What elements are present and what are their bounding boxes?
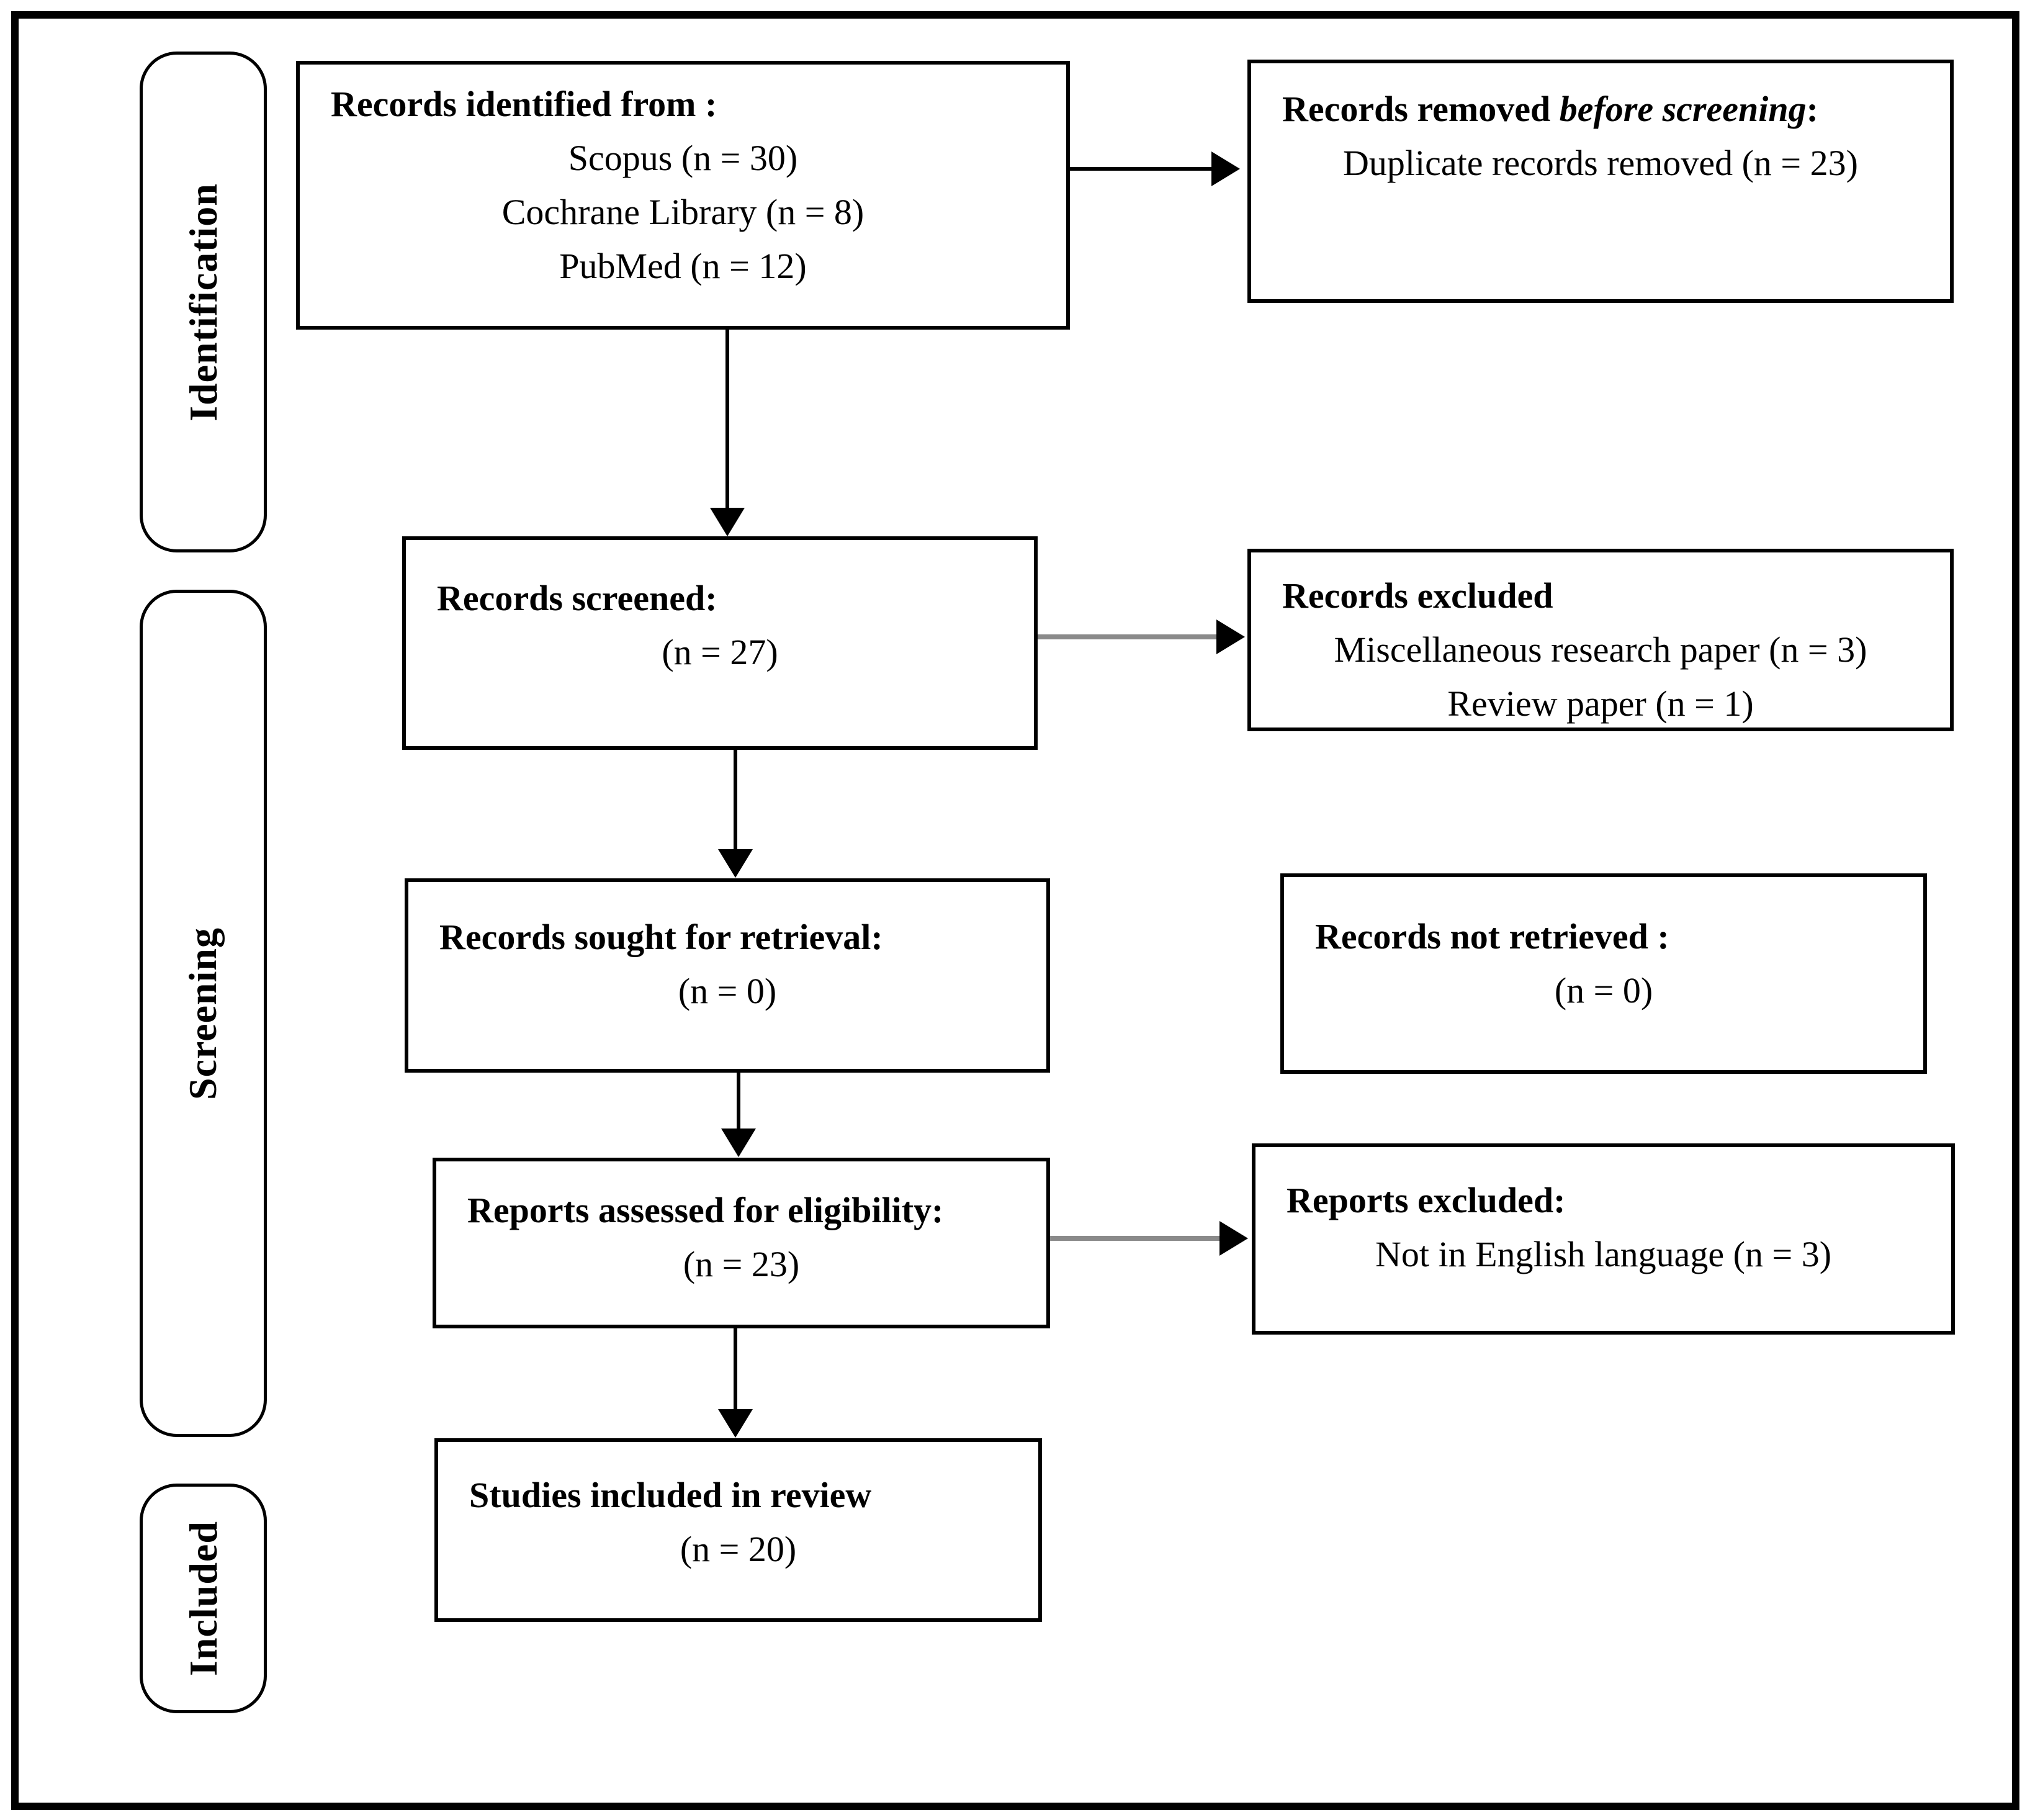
box-records-screened-line: (n = 27)	[662, 632, 778, 672]
arrow-assessed-to-included-head-icon	[718, 1409, 753, 1438]
arrow-screened-to-excluded-head-icon	[1216, 619, 1245, 654]
stage-label-screening-text: Screening	[181, 927, 225, 1100]
box-studies-included-title: Studies included in review	[469, 1475, 872, 1515]
arrow-sought-to-assessed-line	[737, 1073, 740, 1130]
box-records-not-retrieved-line: (n = 0)	[1554, 970, 1653, 1011]
arrow-screened-to-excluded-line	[1038, 634, 1218, 639]
box-records-identified-title: Records identified from :	[331, 84, 717, 124]
arrow-screened-to-sought-head-icon	[718, 849, 753, 878]
box-records-excluded-title: Records excluded	[1282, 575, 1553, 616]
arrow-sought-to-assessed-head-icon	[721, 1128, 756, 1157]
box-records-sought: Records sought for retrieval: (n = 0)	[405, 878, 1050, 1073]
box-records-sought-line: (n = 0)	[678, 971, 777, 1011]
box-reports-assessed: Reports assessed for eligibility: (n = 2…	[433, 1158, 1050, 1328]
box-studies-included: Studies included in review (n = 20)	[434, 1438, 1042, 1622]
arrow-identified-to-removed-line	[1070, 167, 1213, 171]
box-records-excluded-line: Review paper (n = 1)	[1447, 683, 1754, 724]
box-reports-excluded-title: Reports excluded:	[1287, 1180, 1566, 1220]
arrow-assessed-to-reports-excluded-head-icon	[1219, 1221, 1248, 1256]
box-records-screened: Records screened: (n = 27)	[402, 536, 1038, 750]
box-reports-assessed-title: Reports assessed for eligibility:	[467, 1190, 944, 1230]
box-records-not-retrieved: Records not retrieved : (n = 0)	[1280, 873, 1927, 1074]
arrow-assessed-to-reports-excluded-line	[1050, 1236, 1221, 1241]
box-records-excluded-line: Miscellaneous research paper (n = 3)	[1334, 629, 1867, 670]
box-records-not-retrieved-title: Records not retrieved :	[1315, 916, 1669, 957]
box-records-removed-title: Records removed before screening:	[1251, 63, 1950, 136]
box-records-identified-line: Scopus (n = 30)	[568, 138, 798, 178]
box-records-removed-line: Duplicate records removed (n = 23)	[1343, 143, 1858, 183]
box-records-removed: Records removed before screening: Duplic…	[1247, 60, 1954, 303]
stage-label-identification: Identification	[140, 52, 267, 552]
arrow-identified-to-screened-line	[725, 330, 729, 510]
arrow-screened-to-sought-line	[734, 750, 737, 850]
stage-label-included-text: Included	[181, 1521, 225, 1676]
box-reports-excluded: Reports excluded: Not in English languag…	[1252, 1143, 1955, 1335]
stage-label-identification-text: Identification	[181, 182, 225, 421]
box-records-removed-title-suffix: :	[1806, 89, 1818, 129]
box-records-identified-line: PubMed (n = 12)	[559, 246, 807, 286]
box-records-excluded: Records excluded Miscellaneous research …	[1247, 549, 1954, 731]
box-records-removed-title-prefix: Records removed	[1282, 89, 1560, 129]
box-records-removed-title-italic: before screening	[1559, 89, 1807, 129]
box-reports-excluded-line: Not in English language (n = 3)	[1375, 1234, 1832, 1274]
box-records-identified: Records identified from : Scopus (n = 30…	[296, 61, 1070, 330]
arrow-identified-to-removed-head-icon	[1211, 151, 1240, 186]
stage-label-included: Included	[140, 1484, 267, 1713]
box-studies-included-line: (n = 20)	[680, 1529, 797, 1569]
arrow-assessed-to-included-line	[734, 1328, 737, 1410]
box-records-screened-title: Records screened:	[437, 578, 717, 618]
arrow-identified-to-screened-head-icon	[710, 508, 745, 536]
figure-outer-border	[11, 11, 2019, 1810]
stage-label-screening: Screening	[140, 590, 267, 1437]
box-reports-assessed-line: (n = 23)	[683, 1244, 800, 1284]
box-records-identified-line: Cochrane Library (n = 8)	[501, 192, 865, 232]
box-records-sought-title: Records sought for retrieval:	[439, 917, 883, 957]
